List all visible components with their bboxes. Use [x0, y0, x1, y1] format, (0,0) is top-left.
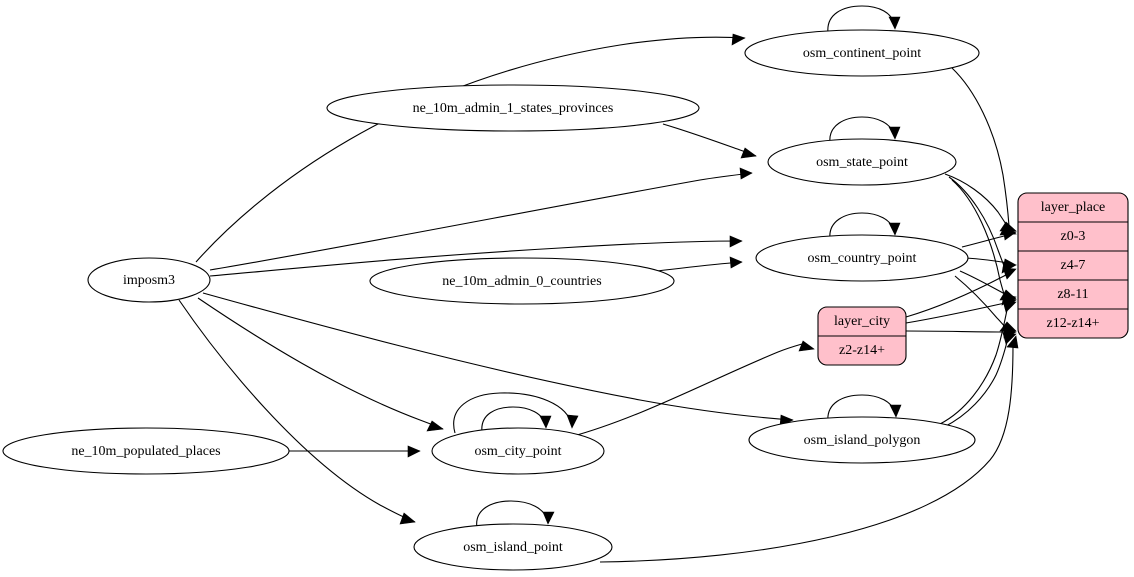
arrowhead-selfloop-osm_continent_point: [888, 16, 901, 30]
edge-osm_island_point-to-layer_place-z12-z14: [599, 344, 1014, 563]
layer_place-row-z12-z14[interactable]: z12-z14+: [1047, 316, 1100, 331]
edge-imposm3-to-osm_continent_point: [195, 36, 746, 263]
edge-osm_state_point-to-layer_place-z8-11: [951, 179, 1008, 304]
arrowhead-imposm3-osm_country_point: [729, 235, 743, 248]
layer_place-box[interactable]: [1017, 192, 1129, 339]
node-ne_countries-label: ne_10m_admin_0_countries: [442, 274, 601, 289]
edge-imposm3-to-osm_city_point: [197, 297, 444, 430]
node-ne_countries-shape[interactable]: [369, 257, 675, 305]
node-osm_country_point[interactable]: osm_country_point: [755, 234, 969, 282]
arrowhead-selfloop-osm_state_point: [888, 126, 901, 140]
edge-osm_continent_point-to-layer_place-z0-3: [951, 67, 1010, 227]
record-node-layer_place[interactable]: layer_place z0-3 z4-7 z8-11 z12-z14+: [1017, 192, 1129, 339]
arrowhead-selfloop-osm_city_point-inner: [539, 415, 552, 429]
arrowhead-layer_city-z8-11: [1002, 296, 1017, 309]
arrowhead-osm_island_point-z12-z14: [1006, 335, 1019, 349]
arrowhead-ne_populated-osm_city_point: [407, 445, 421, 458]
node-osm_island_point-shape[interactable]: [413, 523, 613, 571]
node-ne_10m_admin_1_states_provinces[interactable]: ne_10m_admin_1_states_provinces: [326, 84, 700, 132]
node-imposm3-label: imposm3: [123, 273, 175, 288]
arrowhead-layer_city-z4-7: [1002, 267, 1017, 280]
arrowhead-osm_country_point-z4-7: [1002, 258, 1017, 271]
edge-ne_states-to-osm_state_point: [662, 123, 757, 157]
node-osm_island_point[interactable]: osm_island_point: [413, 523, 613, 571]
arrowhead-ne_states-osm_state_point: [740, 147, 757, 159]
arrowhead-selfloop-osm_island_point: [542, 511, 555, 525]
edge-imposm3-to-osm_state_point: [209, 172, 753, 271]
arrowhead-selfloop-osm_island_polygon: [889, 404, 902, 418]
edge-imposm3-to-osm_island_polygon: [202, 292, 794, 421]
arrowhead-ne_countries-osm_country_point: [729, 256, 743, 269]
record-node-layer_city[interactable]: layer_city z2-z14+: [817, 306, 907, 366]
node-osm_continent_point-label: osm_continent_point: [803, 46, 921, 61]
node-ne_populated-shape[interactable]: [2, 427, 290, 475]
node-osm_island_polygon[interactable]: osm_island_polygon: [748, 416, 976, 464]
edge-osm_island_polygon-to-layer_place-z8-11: [939, 304, 1009, 425]
node-osm_continent_point[interactable]: osm_continent_point: [744, 29, 980, 77]
edge-osm_country_point-to-layer_place-z8-11: [959, 270, 1010, 297]
node-ne_populated-label: ne_10m_populated_places: [71, 444, 220, 459]
layer_place-row-z8-11[interactable]: z8-11: [1057, 287, 1088, 302]
node-osm_city_point[interactable]: osm_city_point: [431, 427, 605, 475]
node-imposm3-shape[interactable]: [87, 257, 211, 303]
edge-osm_city_point-to-layer_city-tail: [801, 343, 813, 349]
node-osm_city_point-label: osm_city_point: [474, 444, 561, 459]
arrowhead-layer_city-z12-z14: [1003, 326, 1017, 339]
arrowhead-imposm3-osm_city_point: [426, 420, 444, 432]
layer_city-row-title: layer_city: [834, 314, 890, 329]
layer_place-row-title: layer_place: [1041, 200, 1106, 215]
edge-osm_country_point-to-layer_place-z12-z14: [954, 275, 1008, 330]
node-osm_state_point-label: osm_state_point: [816, 155, 908, 170]
node-layer: imposm3 ne_10m_admin_1_states_provinces …: [2, 29, 980, 571]
node-ne_states-label: ne_10m_admin_1_states_provinces: [413, 101, 614, 116]
node-osm_island_polygon-label: osm_island_polygon: [804, 433, 921, 448]
edge-osm_island_polygon-to-layer_place-z12-z14: [943, 337, 1009, 428]
edge-imposm3-to-osm_island_point: [178, 299, 416, 523]
edge-layer: [178, 5, 1019, 563]
node-osm_island_polygon-shape[interactable]: [748, 416, 976, 464]
node-ne_states-shape[interactable]: [326, 84, 700, 132]
edge-osm_city_point-to-layer_city-z2-z14: [569, 343, 803, 438]
edge-layer_city-to-layer_place-z12-z14: [905, 330, 1009, 333]
node-imposm3[interactable]: imposm3: [87, 257, 211, 303]
layer_city-row-z2-z14[interactable]: z2-z14+: [839, 343, 885, 358]
arrowhead-imposm3-osm_island_point: [399, 512, 416, 525]
node-osm_country_point-label: osm_country_point: [808, 251, 917, 266]
node-ne_10m_populated_places[interactable]: ne_10m_populated_places: [2, 427, 290, 475]
edge-osm_continent_point-to-layer_place-z0-3-b: [1008, 225, 1015, 232]
layer_place-row-z0-3[interactable]: z0-3: [1061, 229, 1086, 244]
selfloop-osm_continent_point: [827, 5, 896, 34]
edge-imposm3-to-osm_country_point: [209, 240, 743, 277]
edge-osm_state_point-to-layer_place-z0-3: [944, 173, 1010, 230]
arrowhead-selfloop-osm_city_point-outer: [566, 414, 579, 429]
arrowhead-imposm3-osm_state_point: [739, 167, 753, 180]
arrowhead-osm_country_point-z0-3: [1002, 228, 1017, 241]
node-osm_state_point-shape[interactable]: [767, 138, 957, 186]
selfloop-osm_city_point-outer: [453, 392, 573, 434]
selfloop-osm_island_point: [476, 500, 549, 529]
node-osm_country_point-shape[interactable]: [755, 234, 969, 282]
node-osm_island_point-label: osm_island_point: [463, 540, 563, 555]
edge-ne_countries-to-osm_country_point: [656, 261, 743, 272]
node-ne_10m_admin_0_countries[interactable]: ne_10m_admin_0_countries: [369, 257, 675, 305]
layer_place-row-z4-7[interactable]: z4-7: [1061, 258, 1086, 273]
node-osm_city_point-shape[interactable]: [431, 427, 605, 475]
node-osm_state_point[interactable]: osm_state_point: [767, 138, 957, 186]
arrowhead-selfloop-osm_country_point: [888, 222, 901, 236]
arrowhead-imposm3-osm_continent_point: [731, 33, 746, 46]
node-osm_continent_point-shape[interactable]: [744, 29, 980, 77]
